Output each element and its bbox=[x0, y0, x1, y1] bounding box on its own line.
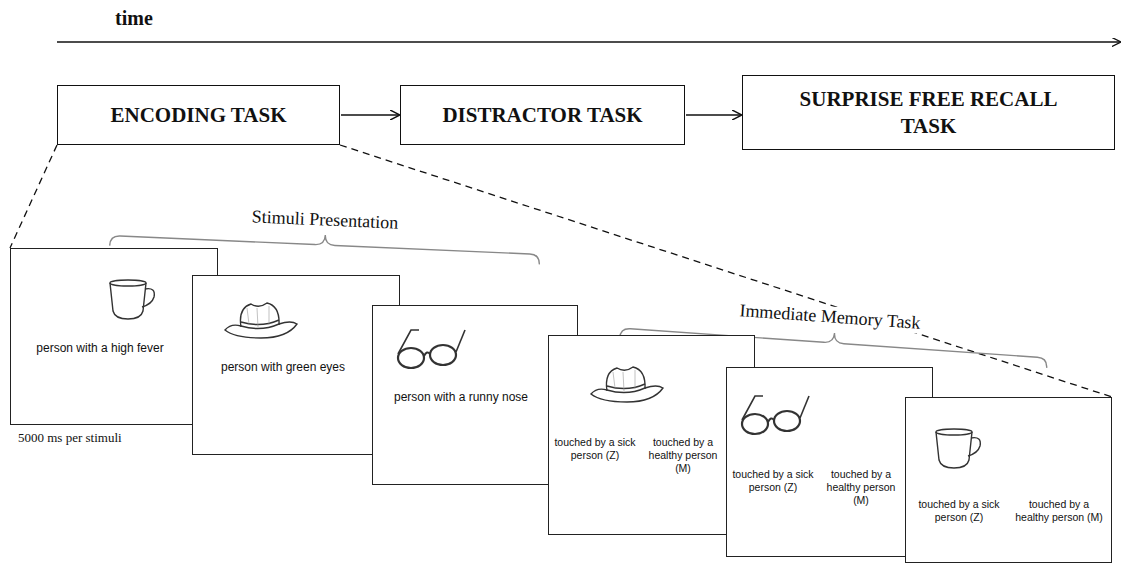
box-title: ENCODING TASK bbox=[110, 102, 286, 128]
glasses-icon bbox=[733, 388, 813, 444]
hat-icon bbox=[587, 358, 667, 414]
box-title: DISTRACTOR TASK bbox=[442, 102, 642, 128]
response-option: touched by a sick person (Z) bbox=[731, 468, 815, 494]
flow-arrow bbox=[341, 114, 399, 116]
memory-card: touched by a sick person (Z)touched by a… bbox=[548, 335, 755, 535]
zoom-line bbox=[10, 145, 57, 248]
flow-arrow bbox=[686, 114, 741, 116]
stimulus-card: person with a high fever bbox=[10, 248, 218, 425]
axis-label: time bbox=[115, 7, 153, 30]
memory-card: touched by a sick person (Z)touched by a… bbox=[726, 367, 933, 557]
process-box: DISTRACTOR TASK bbox=[400, 85, 685, 145]
process-box: SURPRISE FREE RECALL TASK bbox=[742, 75, 1115, 150]
response-option: touched by a healthy person (M) bbox=[819, 468, 903, 507]
timing-note: 5000 ms per stimuli bbox=[18, 430, 122, 446]
response-option: touched by a healthy person (M) bbox=[1012, 498, 1106, 524]
box-title: SURPRISE FREE RECALL TASK bbox=[794, 86, 1064, 139]
bracket-label: Stimuli Presentation bbox=[247, 206, 402, 234]
cup-icon bbox=[88, 271, 168, 327]
bracket-label: Immediate Memory Task bbox=[735, 300, 925, 334]
time-arrow bbox=[57, 41, 1120, 43]
stimulus-card: person with green eyes bbox=[192, 275, 400, 455]
glasses-icon bbox=[389, 322, 469, 378]
response-option: touched by a sick person (Z) bbox=[553, 436, 637, 462]
stimulus-text: person with green eyes bbox=[193, 360, 373, 374]
stimulus-text: person with a high fever bbox=[11, 341, 189, 355]
stimulus-text: person with a runny nose bbox=[373, 390, 549, 404]
response-option: touched by a sick person (Z) bbox=[912, 498, 1006, 524]
memory-card: touched by a sick person (Z)touched by a… bbox=[905, 397, 1112, 563]
process-box: ENCODING TASK bbox=[57, 85, 340, 145]
response-option: touched by a healthy person (M) bbox=[641, 436, 725, 475]
hat-icon bbox=[221, 294, 301, 350]
cup-icon bbox=[914, 420, 994, 476]
